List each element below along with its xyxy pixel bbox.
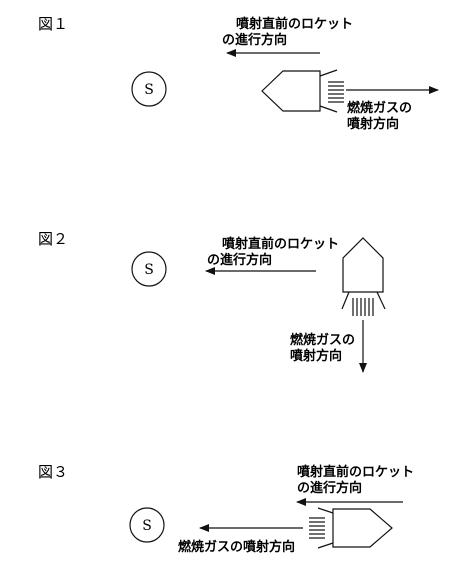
figure-2-label: 図２ [38, 230, 68, 248]
figure-3-rocket-direction-line-2: の進行方向 [297, 480, 362, 496]
star-label: S [142, 518, 152, 534]
exhaust-gas-lines [352, 298, 374, 316]
figure-1-label: 図１ [38, 15, 68, 33]
rocket-body [342, 237, 384, 293]
figure-1-rocket-direction-line-1: 噴射直前のロケット [236, 16, 353, 32]
nozzle-line-lower [317, 542, 334, 549]
star-label: S [144, 82, 154, 98]
figure-2-rocket-direction-line-2: の進行方向 [207, 252, 272, 268]
star-label: S [144, 262, 154, 278]
star-circle [131, 251, 167, 287]
rocket-body [332, 508, 393, 548]
star-circle [131, 71, 167, 107]
figure-2-star: S [131, 251, 167, 287]
figure-2: 図２ S 噴射直前のロケット の進行方向 燃焼ガスの 噴射方向 [38, 230, 386, 373]
figure-1-rocket [261, 69, 344, 113]
nozzle-line-upper [317, 507, 334, 514]
exhaust-gas-lines [328, 81, 344, 103]
figure-2-gas-direction-line-1: 燃焼ガスの [290, 332, 355, 348]
star-circle [129, 507, 165, 543]
figure-2-gas-direction-line-2: 噴射方向 [290, 348, 342, 364]
figure-2-rocket-direction-line-1: 噴射直前のロケット [222, 236, 339, 252]
nozzle-line-right [376, 291, 386, 310]
exhaust-gas-lines [309, 517, 325, 539]
figure-2-rocket [341, 237, 386, 316]
nozzle-line-lower [319, 105, 338, 113]
figure-1-star: S [131, 71, 167, 107]
figure-1-gas-direction-line-1: 燃焼ガスの [347, 100, 412, 116]
figure-1-gas-direction-line-2: 噴射方向 [347, 116, 399, 132]
figure-3-gas-direction-label: 燃焼ガスの噴射方向 [178, 539, 295, 555]
figure-1: 図１ S 噴射直前のロケット の進行方向 燃焼ガスの 噴射方向 [38, 15, 439, 132]
figure-3-rocket-direction-line-1: 噴射直前のロケット [297, 464, 414, 480]
nozzle-line-left [341, 291, 350, 310]
nozzle-line-upper [319, 69, 338, 77]
figure-3: 図３ S 噴射直前のロケット の進行方向 燃焼ガスの噴射方向 [38, 463, 414, 555]
figure-3-rocket [309, 507, 393, 549]
figure-3-label: 図３ [38, 463, 68, 481]
figure-1-rocket-direction-line-2: の進行方向 [222, 32, 287, 48]
rocket-body [261, 70, 321, 112]
figure-3-star: S [129, 507, 165, 543]
